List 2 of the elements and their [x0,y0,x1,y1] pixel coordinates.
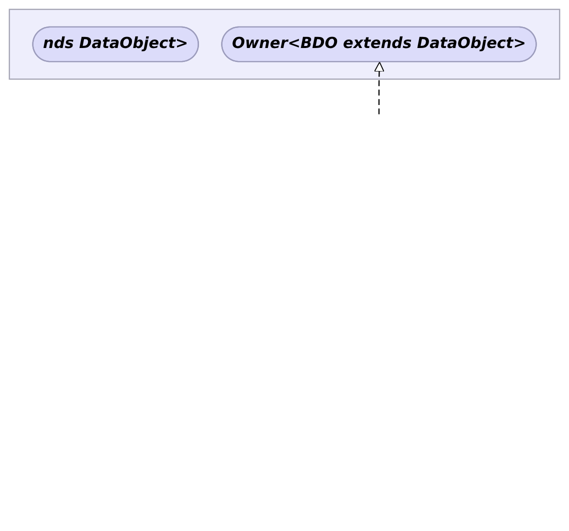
cluster [8,8,560,80]
arrow [374,62,384,114]
